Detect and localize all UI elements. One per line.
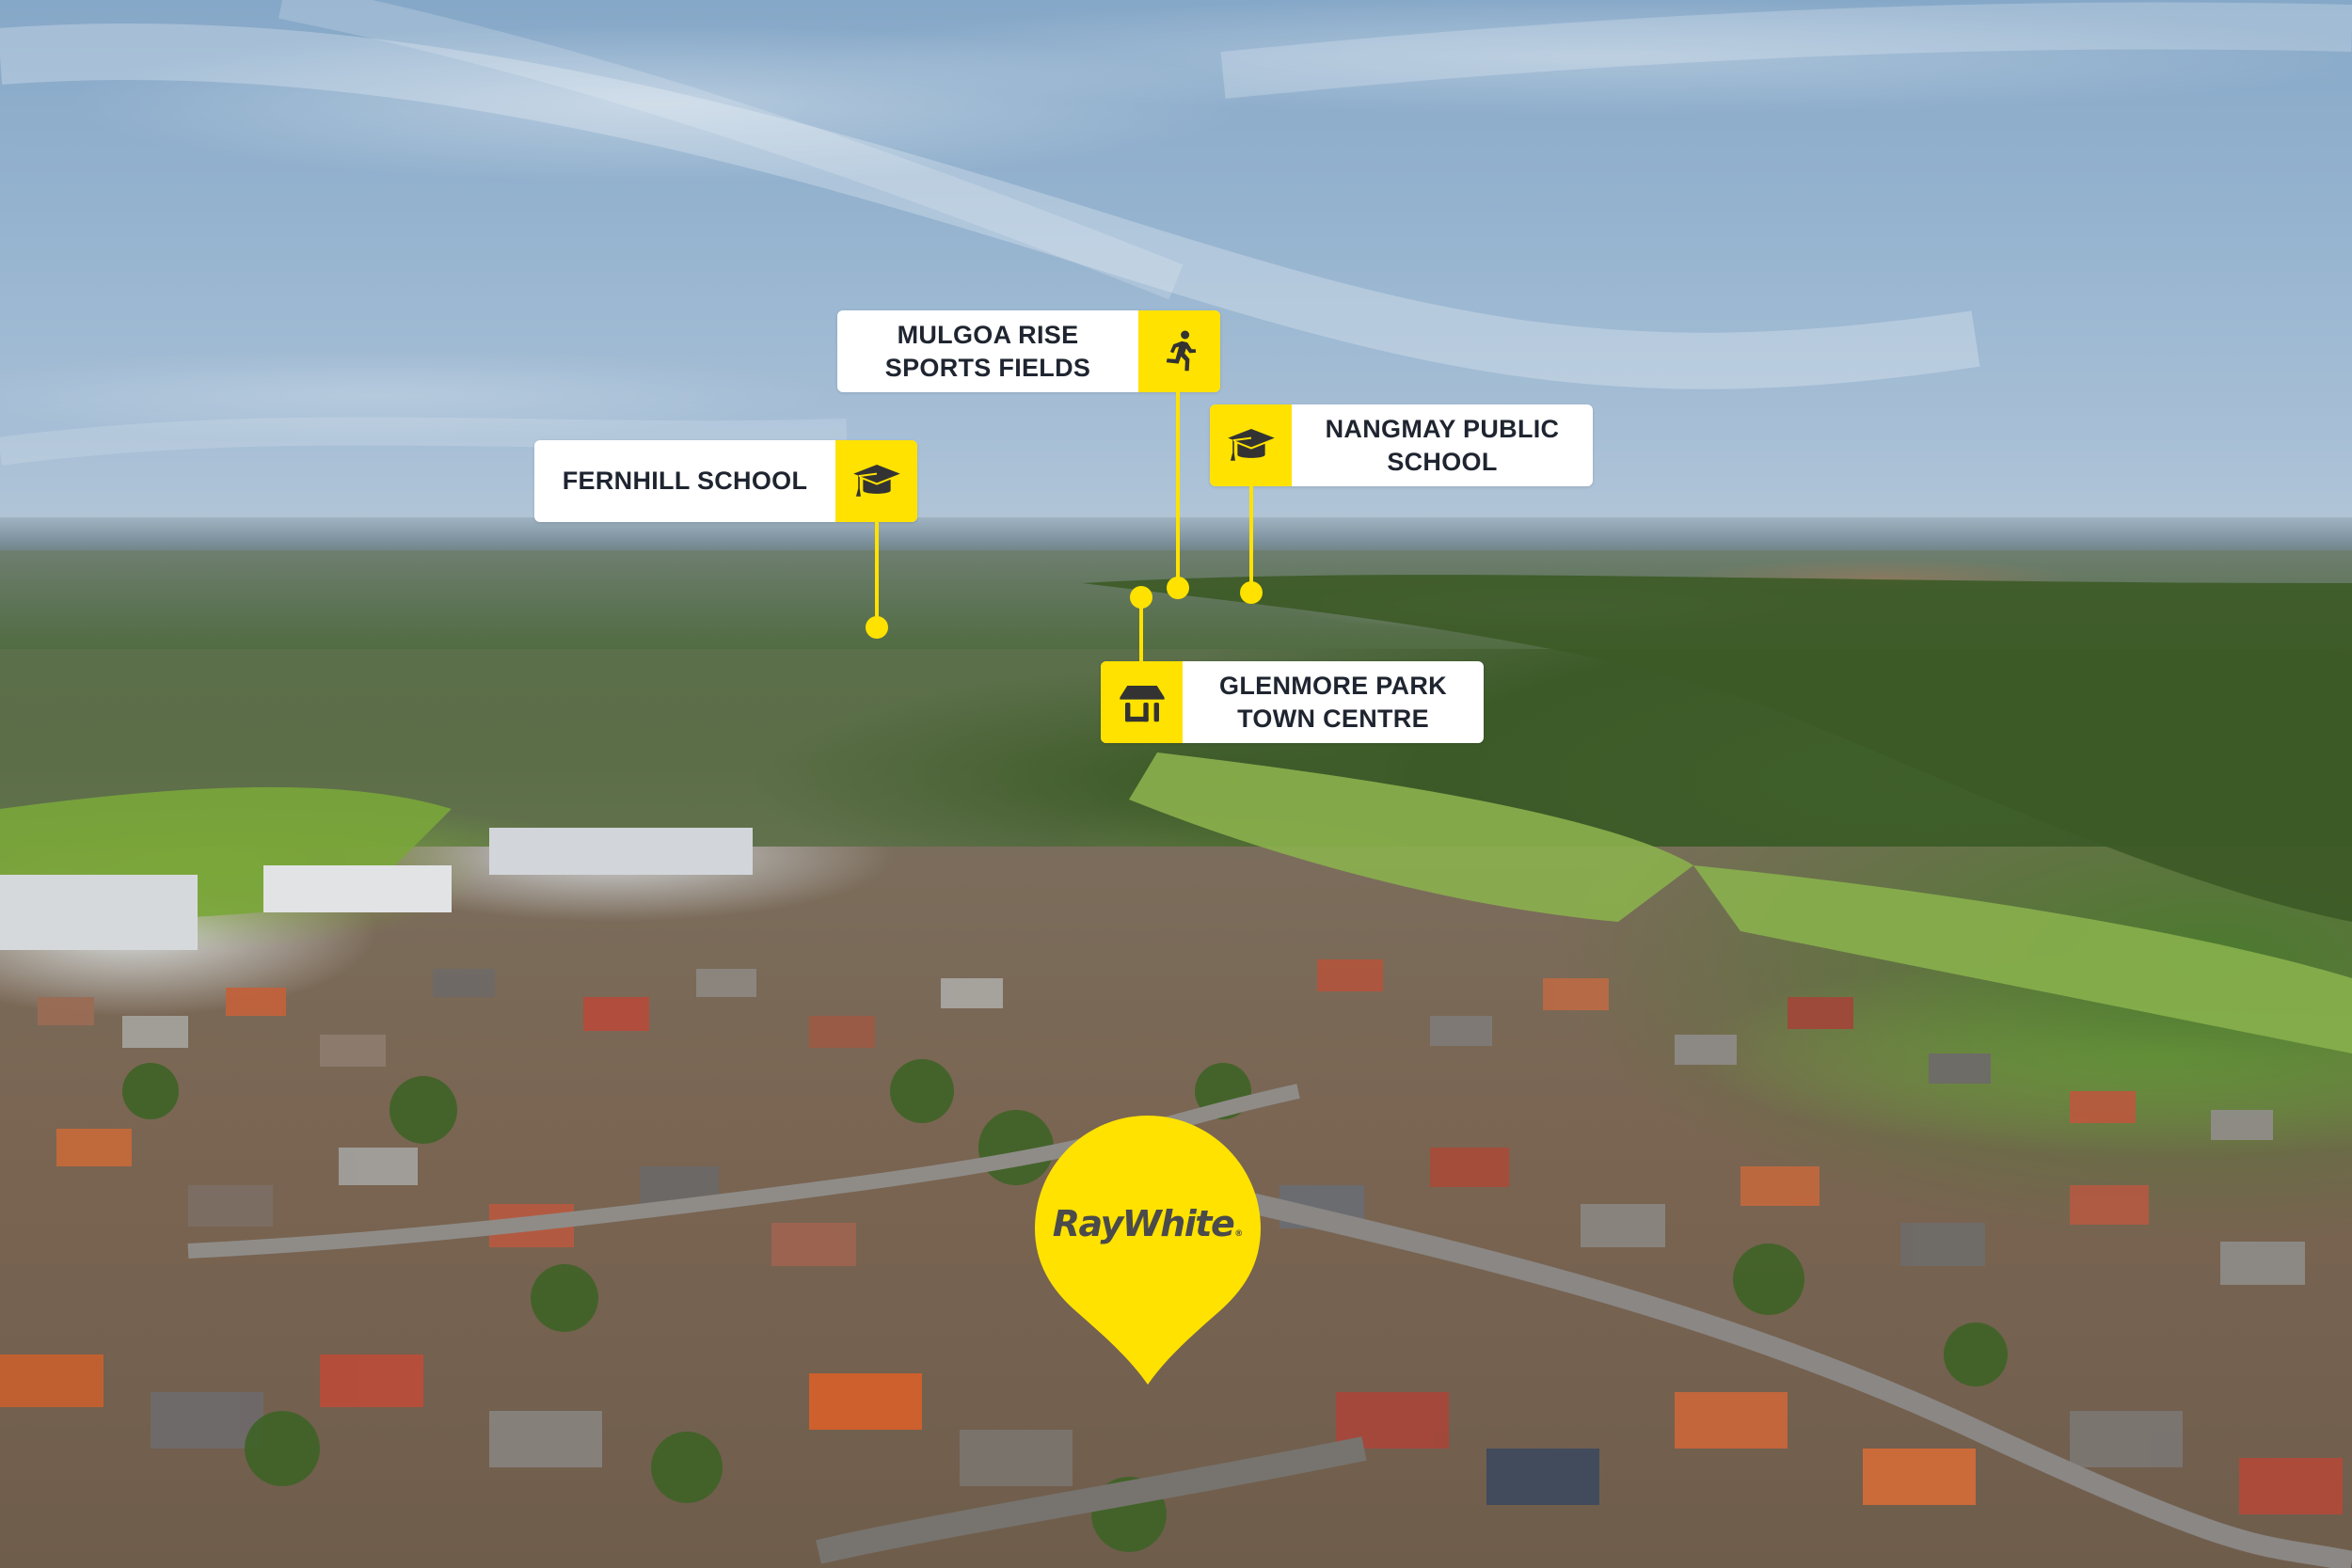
raywhite-logo: RayWhite®: [1033, 1203, 1263, 1244]
poi-location-dot: [1240, 581, 1263, 604]
poi-location-dot: [1130, 586, 1152, 609]
poi-connector-line: [1249, 486, 1253, 593]
poi-connector-line: [1176, 392, 1180, 588]
poi-label-card: MULGOA RISE SPORTS FIELDS: [837, 310, 1220, 392]
poi-location-dot: [1167, 577, 1189, 599]
poi-location-dot: [866, 616, 888, 639]
poi-label-text: FERNHILL SCHOOL: [562, 467, 808, 495]
poi-label-text: NANGMAY PUBLIC SCHOOL: [1325, 414, 1560, 476]
poi-connector-line: [1139, 597, 1143, 663]
graduation-cap-icon: [1210, 404, 1292, 486]
poi-label-card: NANGMAY PUBLIC SCHOOL: [1210, 404, 1593, 486]
brand-name: RayWhite: [1052, 1203, 1235, 1244]
shop-icon: [1101, 661, 1183, 743]
running-person-icon: [1138, 310, 1220, 392]
clouds: [0, 0, 2352, 466]
graduation-cap-icon: [835, 440, 917, 522]
poi-label-text: GLENMORE PARK TOWN CENTRE: [1219, 671, 1447, 733]
map-pin-icon: [1035, 1116, 1261, 1385]
poi-connector-line: [875, 522, 879, 627]
poi-label-card: GLENMORE PARK TOWN CENTRE: [1101, 661, 1484, 743]
suburb-rooftops: [0, 575, 2352, 1568]
poi-label-text: MULGOA RISE SPORTS FIELDS: [884, 320, 1091, 382]
registered-mark: ®: [1234, 1229, 1244, 1239]
property-location-pin: RayWhite®: [1033, 1114, 1263, 1386]
poi-label-card: FERNHILL SCHOOL: [534, 440, 917, 522]
